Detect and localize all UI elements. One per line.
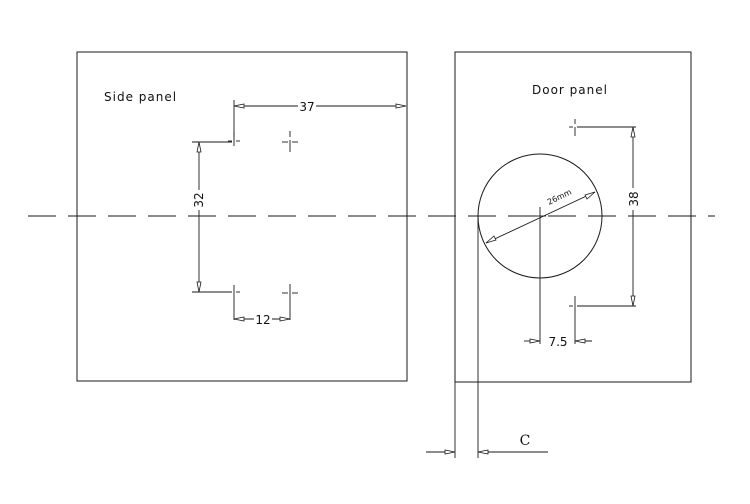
- dimension-12: 12: [233, 313, 291, 327]
- door-panel-label: Door panel: [532, 83, 608, 97]
- door-panel-outline: [454, 51, 692, 383]
- dimension-gap-c-value: C: [520, 433, 531, 449]
- dimension-32-value: 32: [192, 192, 206, 207]
- dimension-7-5: 7.5: [524, 335, 592, 349]
- dimension-32: 32: [192, 141, 232, 293]
- dimension-38: 38: [627, 126, 641, 307]
- side-hole-bottom-right: [282, 284, 298, 320]
- door-hole-bottom: [569, 296, 636, 344]
- dimension-cup-diameter: 26mm: [485, 187, 596, 244]
- door-hole-top: [569, 119, 636, 136]
- side-panel-label: Side panel: [104, 90, 177, 104]
- dimension-7-5-value: 7.5: [548, 335, 567, 349]
- dimension-37: 37: [233, 100, 407, 140]
- dimension-12-value: 12: [255, 313, 270, 327]
- dimension-38-value: 38: [627, 191, 641, 206]
- side-hole-top-right: [282, 131, 298, 152]
- dimension-gap-c: C: [426, 216, 548, 458]
- side-hole-bottom-left: [228, 285, 240, 320]
- dimension-37-value: 37: [299, 100, 314, 114]
